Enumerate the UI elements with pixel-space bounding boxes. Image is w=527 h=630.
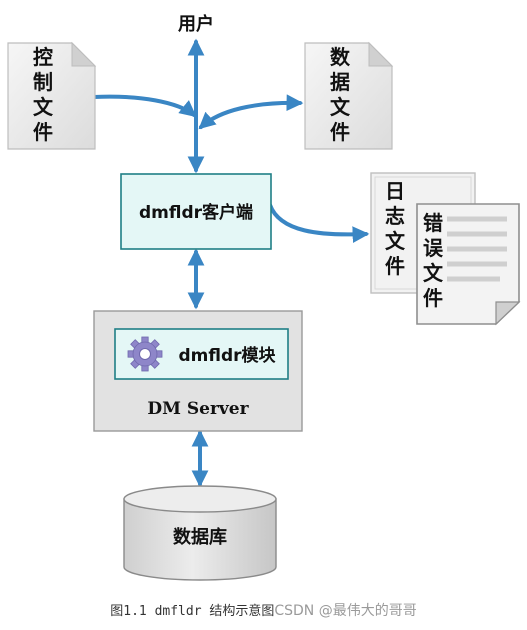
figure-caption: 图1.1 dmfldr 结构示意图CSDN @最伟大的哥哥	[0, 600, 527, 620]
control-file-label-4: 件	[33, 120, 53, 144]
log-file-label-1: 日	[385, 179, 405, 203]
data-file-document-icon	[304, 42, 393, 150]
database-label: 数据库	[173, 526, 227, 548]
error-file-label-1: 错	[423, 211, 443, 235]
arrow-client-log	[268, 203, 370, 243]
arrow-control-file	[92, 94, 197, 118]
server-node: dmfldr模块 DM Server	[93, 310, 303, 432]
log-file-label-3: 文	[385, 229, 406, 253]
data-file-label-4: 件	[330, 120, 350, 144]
error-file-text-lines	[447, 216, 507, 282]
database-node: 数据库	[123, 485, 277, 581]
user-label: 用户	[178, 13, 214, 35]
client-box	[120, 173, 272, 250]
data-file-node: 数 据 文 件	[304, 41, 394, 150]
module-label: dmfldr模块	[178, 345, 276, 366]
client-label: dmfldr客户端	[139, 202, 253, 223]
control-file-document-icon	[7, 42, 96, 150]
error-file-node: 错 误 文 件	[416, 203, 521, 326]
gear-icon	[127, 336, 163, 372]
control-file-label-3: 文	[33, 95, 54, 119]
control-file-label-1: 控	[33, 45, 53, 69]
watermark: CSDN @最伟大的哥哥	[274, 603, 417, 619]
error-file-label-4: 件	[423, 286, 443, 310]
client-node: dmfldr客户端	[120, 173, 272, 250]
database-cylinder-icon	[123, 498, 277, 581]
log-file-label-2: 志	[385, 204, 405, 228]
error-file-label-2: 误	[423, 236, 444, 260]
caption-text: 图1.1 dmfldr 结构示意图	[110, 604, 275, 619]
arrow-data-file	[198, 94, 304, 130]
server-label: DM Server	[147, 399, 249, 419]
data-file-label-3: 文	[330, 95, 351, 119]
log-file-label-4: 件	[385, 254, 405, 278]
data-file-label-2: 据	[330, 70, 350, 94]
arrows	[92, 38, 370, 488]
control-file-label-2: 制	[33, 70, 53, 94]
control-file-node: 控 制 文 件	[7, 41, 97, 150]
error-file-label-3: 文	[423, 261, 444, 285]
data-file-label-1: 数	[330, 45, 351, 69]
